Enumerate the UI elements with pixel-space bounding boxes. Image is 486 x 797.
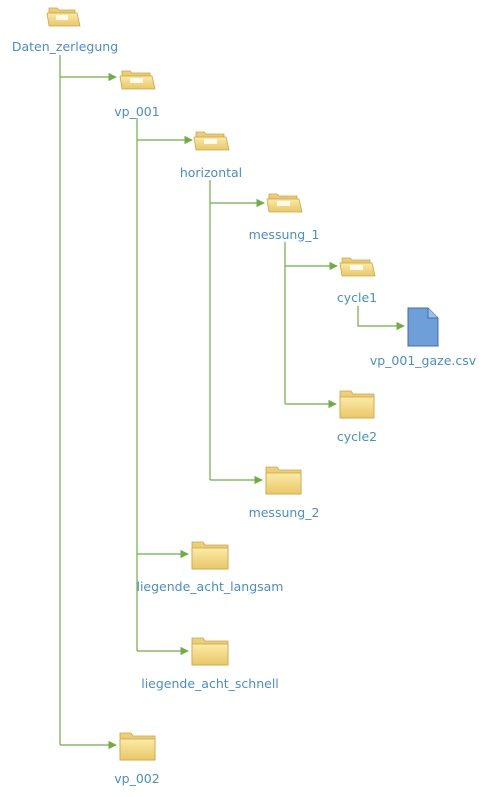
folder-closed-icon[interactable] [191, 541, 229, 570]
folder-open-icon[interactable] [46, 7, 81, 27]
folder-closed-icon[interactable] [191, 637, 229, 666]
file-icon[interactable] [407, 307, 439, 347]
node-label-horizontal[interactable]: horizontal [180, 165, 242, 180]
folder-open-icon[interactable] [266, 193, 303, 213]
node-label-cycle1[interactable]: cycle1 [337, 290, 377, 305]
node-label-vp-002[interactable]: vp_002 [114, 771, 159, 786]
node-label-messung-1[interactable]: messung_1 [249, 227, 320, 242]
folder-closed-icon[interactable] [339, 390, 375, 419]
node-icons [46, 7, 439, 761]
node-label-cycle2[interactable]: cycle2 [337, 429, 377, 444]
connector-cycle1-to-file [357, 306, 405, 331]
node-label-liegende-acht-langsam[interactable]: liegende_acht_langsam [136, 579, 283, 594]
node-label-vp-001[interactable]: vp_001 [114, 104, 159, 119]
folder-open-icon[interactable] [119, 70, 156, 90]
node-label-liegende-acht-schnell[interactable]: liegende_acht_schnell [141, 676, 279, 691]
node-label-messung-2[interactable]: messung_2 [249, 505, 320, 520]
folder-closed-icon[interactable] [265, 466, 302, 495]
node-label-daten-zerlegung[interactable]: Daten_zerlegung [12, 39, 118, 54]
node-label-gaze-file[interactable]: vp_001_gaze.csv [370, 353, 477, 368]
connectors [59, 55, 405, 750]
folder-open-icon[interactable] [339, 257, 376, 277]
folder-closed-icon[interactable] [119, 732, 156, 761]
folder-open-icon[interactable] [193, 131, 230, 151]
node-labels: Daten_zerlegung vp_001 horizontal messun… [12, 39, 477, 786]
